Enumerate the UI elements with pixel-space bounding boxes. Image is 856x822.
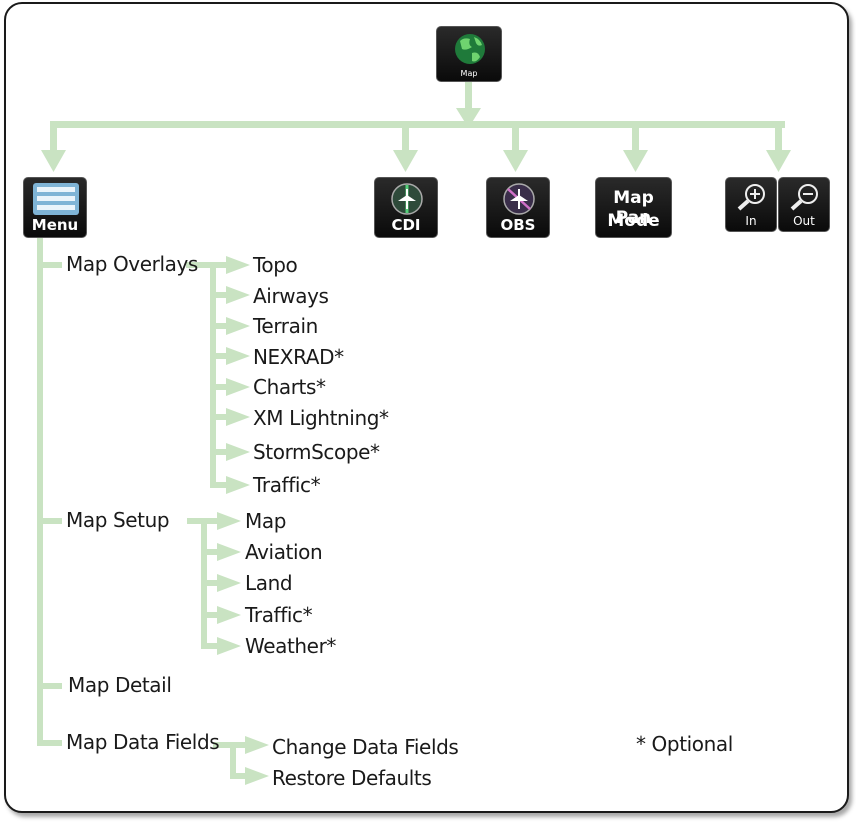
overlay-item: Airways — [253, 284, 329, 308]
menu-button[interactable]: Menu — [23, 177, 87, 238]
obs-compass-icon — [503, 183, 535, 215]
map-button-label: Map — [460, 69, 478, 78]
setup-item: Map — [245, 509, 287, 533]
setup-item: Land — [245, 571, 293, 595]
menu-button-label: Menu — [31, 216, 79, 234]
obs-button[interactable]: OBS — [486, 177, 550, 238]
map-button[interactable]: Map — [436, 26, 502, 82]
cdi-button[interactable]: CDI — [374, 177, 438, 238]
overlay-item: Charts* — [253, 375, 326, 399]
obs-button-label: OBS — [500, 216, 536, 234]
setup-item: Aviation — [245, 540, 323, 564]
zoom-in-icon — [737, 184, 765, 211]
menu-item-map-detail: Map Detail — [68, 673, 172, 697]
zoom-out-label: Out — [793, 214, 815, 228]
menu-list-icon — [33, 183, 79, 215]
zoom-in-label: In — [745, 214, 757, 228]
map-pan-mode-button[interactable]: Map Pan Mode — [595, 177, 672, 238]
optional-footnote: * Optional — [636, 732, 733, 756]
overlay-item: Topo — [253, 253, 298, 277]
setup-item: Traffic* — [245, 603, 313, 627]
menu-item-map-data-fields: Map Data Fields — [66, 730, 220, 754]
cdi-compass-icon — [391, 183, 423, 215]
overlay-item: NEXRAD* — [253, 345, 344, 369]
zoom-out-button[interactable]: Out — [778, 177, 830, 232]
overlay-item: Terrain — [253, 314, 318, 338]
menu-item-map-setup: Map Setup — [66, 508, 170, 532]
setup-item: Weather* — [245, 634, 337, 658]
overlay-item: XM Lightning* — [253, 406, 389, 430]
menu-item-map-overlays: Map Overlays — [66, 252, 198, 276]
zoom-in-button[interactable]: In — [725, 177, 777, 232]
zoom-out-icon — [790, 184, 818, 211]
map-pan-line2: Mode — [607, 211, 660, 231]
overlay-item: StormScope* — [253, 440, 380, 464]
data-field-item: Restore Defaults — [272, 766, 432, 790]
diagram-frame — [4, 2, 849, 813]
map-pan-line1: Map Pan — [613, 188, 654, 228]
globe-icon — [455, 34, 485, 64]
cdi-button-label: CDI — [391, 216, 421, 234]
data-field-item: Change Data Fields — [272, 735, 459, 759]
overlay-item: Traffic* — [253, 473, 321, 497]
